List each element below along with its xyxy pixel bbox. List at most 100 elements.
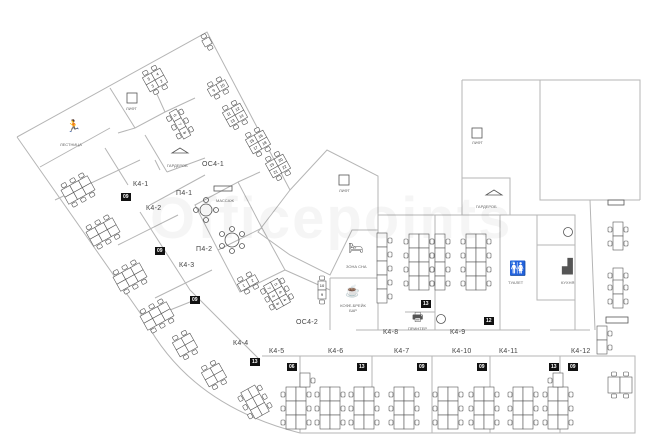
desk[interactable]: [285, 400, 297, 416]
room-label-p4-1[interactable]: П4-1: [176, 190, 193, 197]
desk[interactable]: [437, 414, 449, 430]
desk[interactable]: [408, 261, 420, 277]
desk[interactable]: [363, 400, 375, 416]
desk[interactable]: [154, 74, 169, 88]
desk[interactable]: [408, 275, 420, 291]
desk[interactable]: [557, 400, 569, 416]
desk[interactable]: [512, 386, 524, 402]
desk[interactable]: [295, 386, 307, 402]
desk[interactable]: [277, 160, 292, 174]
desk[interactable]: [393, 400, 405, 416]
desk[interactable]: [319, 400, 331, 416]
desk[interactable]: [353, 414, 365, 430]
desk[interactable]: [473, 400, 485, 416]
desk[interactable]: [557, 414, 569, 430]
desk[interactable]: [512, 400, 524, 416]
desk[interactable]: [403, 386, 415, 402]
desk[interactable]: [596, 339, 608, 355]
desk[interactable]: [483, 386, 495, 402]
desk[interactable]: [329, 414, 341, 430]
desk[interactable]: [299, 372, 311, 388]
desk[interactable]: [319, 414, 331, 430]
desk[interactable]: [234, 109, 249, 123]
desk[interactable]: [434, 275, 446, 291]
desk[interactable]: [133, 269, 148, 282]
desk[interactable]: [483, 414, 495, 430]
desk[interactable]: [473, 386, 485, 402]
room-label-k4-9[interactable]: К4-9: [450, 329, 466, 336]
room-label-k4-12[interactable]: К4-12: [571, 348, 591, 355]
desk[interactable]: [475, 261, 487, 277]
desk[interactable]: [552, 372, 564, 388]
room-label-k4-11[interactable]: К4-11: [499, 348, 519, 355]
room-label-p4-2[interactable]: П4-2: [196, 246, 213, 253]
desk[interactable]: [353, 400, 365, 416]
desk[interactable]: [295, 400, 307, 416]
desk[interactable]: [363, 414, 375, 430]
desk[interactable]: [547, 414, 559, 430]
desk[interactable]: [353, 386, 365, 402]
desk[interactable]: [437, 386, 449, 402]
room-label-os4-1[interactable]: ОС4-1: [202, 161, 225, 168]
desk[interactable]: [250, 405, 263, 420]
desk[interactable]: [178, 126, 192, 140]
desk[interactable]: [437, 400, 449, 416]
desk[interactable]: [619, 376, 633, 394]
desk[interactable]: [295, 414, 307, 430]
desk[interactable]: [596, 325, 608, 341]
desk[interactable]: [522, 414, 534, 430]
desk[interactable]: [522, 400, 534, 416]
room-label-k4-8[interactable]: К4-8: [383, 329, 399, 336]
desk[interactable]: [376, 260, 388, 276]
desk[interactable]: [547, 400, 559, 416]
desk[interactable]: [612, 235, 624, 251]
desk[interactable]: [403, 400, 415, 416]
room-label-os4-2[interactable]: ОС4-2: [296, 319, 319, 326]
desk[interactable]: [418, 275, 430, 291]
desk[interactable]: [447, 400, 459, 416]
desk[interactable]: [403, 414, 415, 430]
desk[interactable]: [201, 36, 213, 48]
desk[interactable]: [271, 297, 284, 311]
desk[interactable]: [213, 369, 228, 383]
desk[interactable]: [285, 414, 297, 430]
desk[interactable]: [473, 414, 485, 430]
desk[interactable]: [317, 289, 327, 300]
desk[interactable]: [418, 261, 430, 277]
room-label-k4-10[interactable]: К4-10: [452, 348, 472, 355]
desk[interactable]: [434, 261, 446, 277]
desk[interactable]: [547, 386, 559, 402]
desk[interactable]: [607, 376, 621, 394]
desk[interactable]: [557, 386, 569, 402]
desk[interactable]: [319, 386, 331, 402]
desk[interactable]: [160, 308, 175, 321]
room-label-k4-4[interactable]: К4-4: [233, 340, 249, 347]
desk[interactable]: [447, 414, 459, 430]
desk[interactable]: [512, 414, 524, 430]
desk[interactable]: [465, 261, 477, 277]
room-label-k4-3[interactable]: К4-3: [179, 262, 195, 269]
desk[interactable]: [475, 275, 487, 291]
desk[interactable]: [612, 279, 624, 295]
desk[interactable]: [612, 293, 624, 309]
desk[interactable]: [447, 386, 459, 402]
room-label-k4-5[interactable]: К4-5: [269, 348, 285, 355]
desk[interactable]: [376, 288, 388, 304]
room-label-k4-1[interactable]: К4-1: [133, 181, 149, 188]
desk[interactable]: [393, 386, 405, 402]
desk[interactable]: [376, 274, 388, 290]
desk[interactable]: [363, 386, 375, 402]
desk[interactable]: [215, 79, 230, 92]
desk[interactable]: [329, 386, 341, 402]
desk[interactable]: [465, 275, 477, 291]
room-label-k4-7[interactable]: К4-7: [394, 348, 410, 355]
desk[interactable]: [522, 386, 534, 402]
room-label-k4-6[interactable]: К4-6: [328, 348, 344, 355]
desk[interactable]: [285, 386, 297, 402]
desk[interactable]: [184, 339, 199, 353]
desk[interactable]: [257, 136, 272, 150]
desk[interactable]: [81, 182, 96, 195]
desk[interactable]: [612, 221, 624, 237]
room-label-k4-2[interactable]: К4-2: [146, 205, 162, 212]
desk[interactable]: [329, 400, 341, 416]
